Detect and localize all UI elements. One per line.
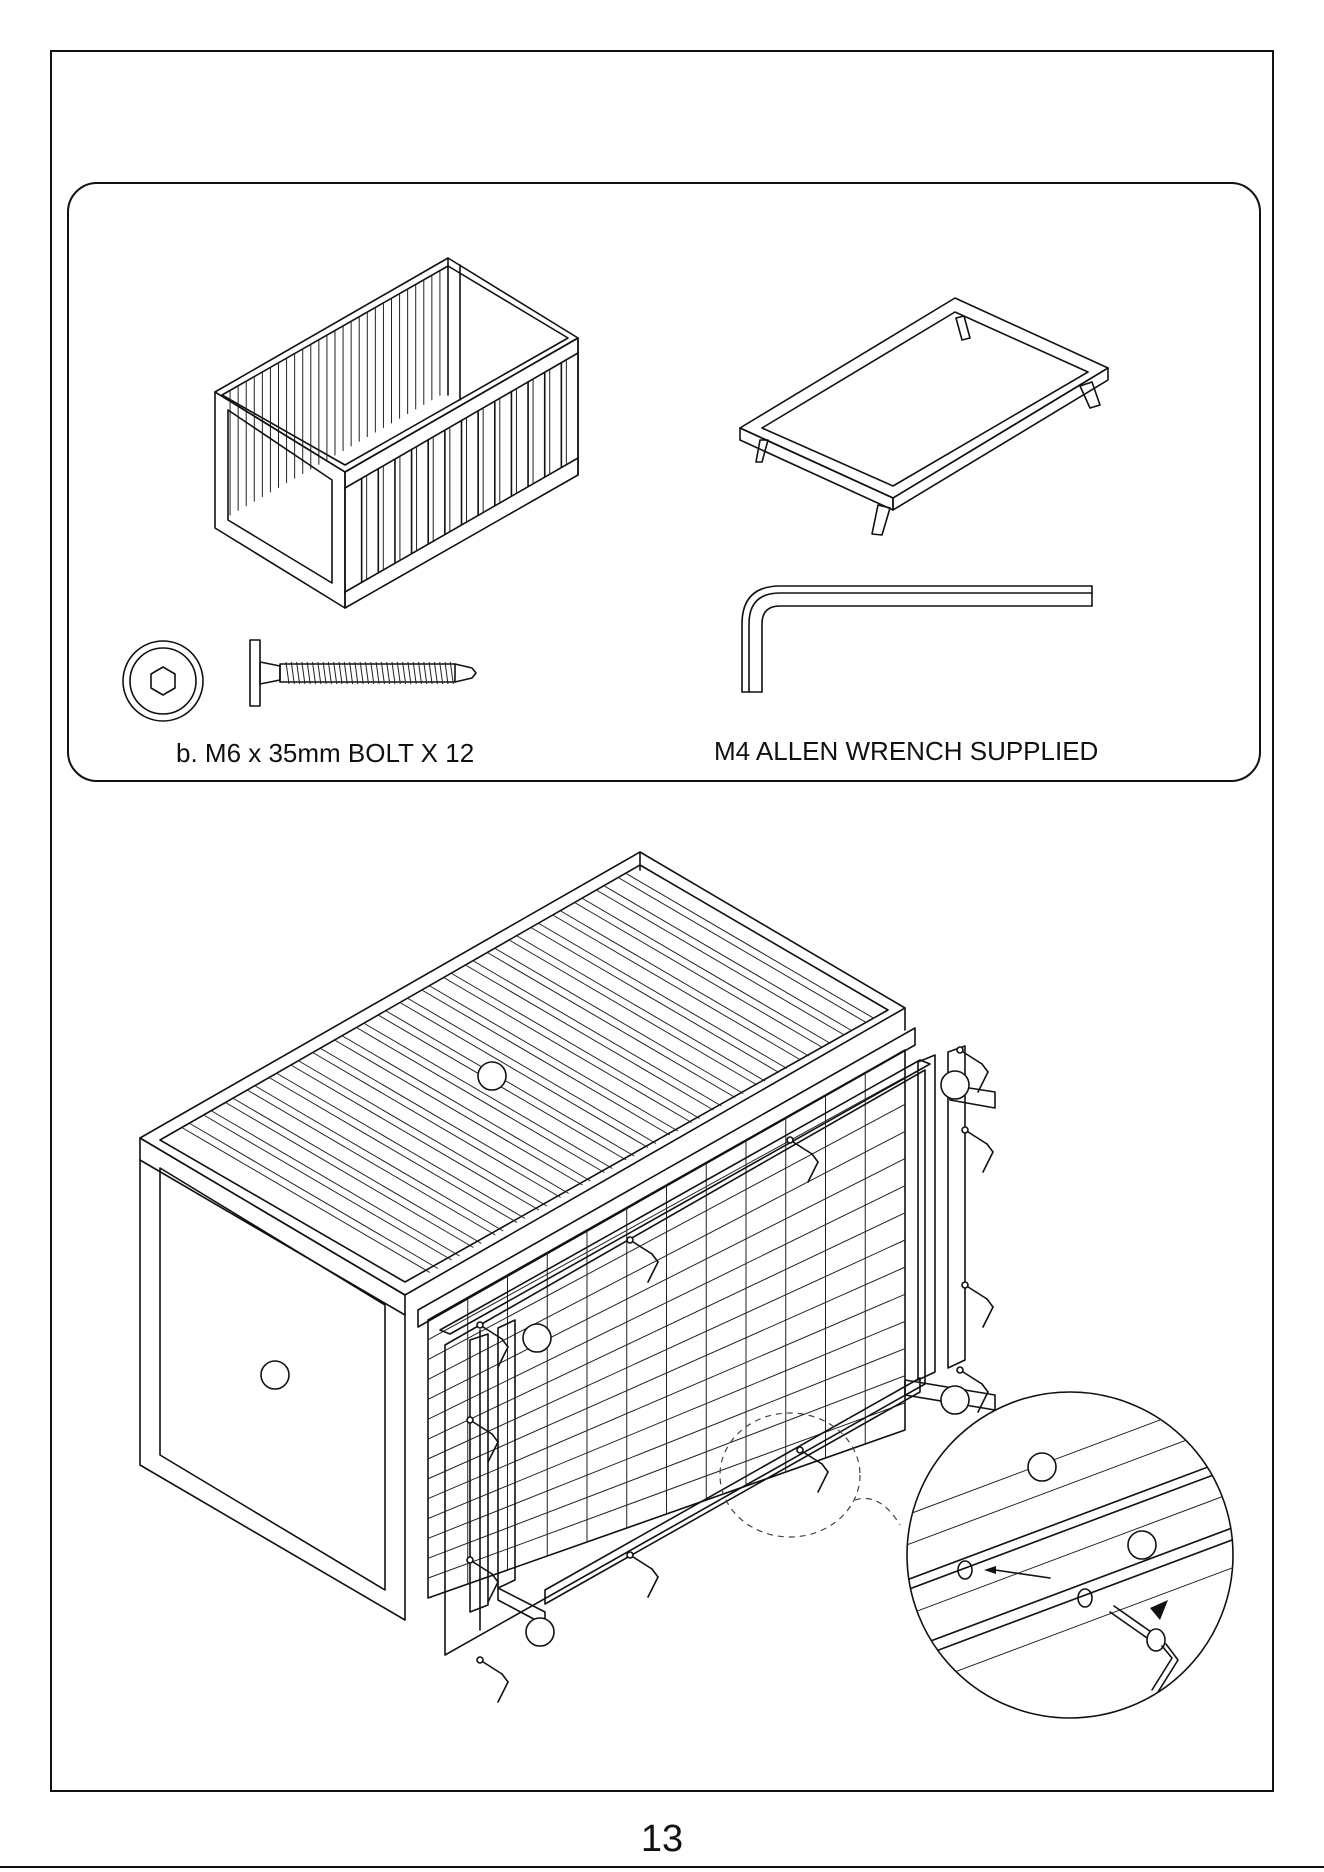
wrench-label: M4 ALLEN WRENCH SUPPLIED <box>714 736 1098 767</box>
bolt-label: b. M6 x 35mm BOLT X 12 <box>176 738 474 769</box>
allen-wrench-icon <box>730 580 1090 700</box>
bolt-head-icon <box>118 636 218 736</box>
bolt-icon <box>240 632 500 722</box>
page-number: 13 <box>0 1818 1324 1861</box>
footer-rule <box>0 1866 1324 1868</box>
